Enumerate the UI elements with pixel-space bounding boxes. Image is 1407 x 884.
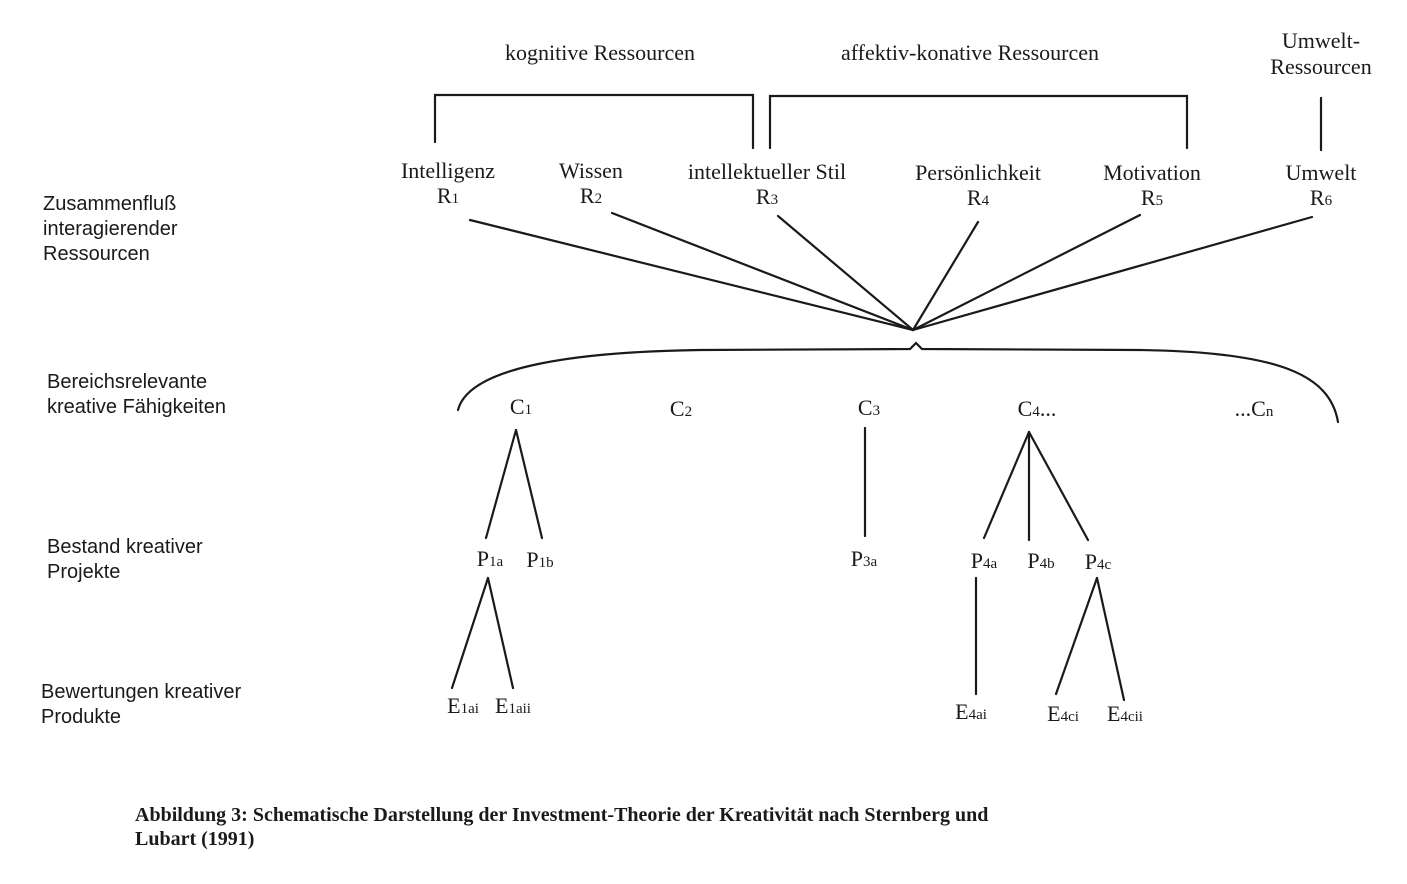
resource-node-intellektueller-stil: intellektueller Stil R3: [688, 159, 846, 209]
convergence-line: [911, 220, 980, 332]
tree-edge: [1027, 430, 1090, 542]
evaluation-node-e4ai: E4ai: [955, 699, 987, 724]
row-label-line: Produkte: [41, 706, 121, 728]
resource-symbol: R5: [1141, 185, 1163, 210]
tree-edge: [486, 576, 515, 690]
project-node-p1a: P1a: [477, 546, 504, 571]
ability-project-edges: [484, 426, 1090, 542]
row-label-line: Zusammenfluß: [43, 193, 176, 215]
ability-node-c1: C1: [510, 394, 532, 419]
row-label-line: kreative Fähigkeiten: [47, 396, 226, 418]
bracket-affective: [768, 94, 1189, 150]
ability-node-cn: ...Cn: [1235, 396, 1274, 421]
ability-node-c3: C3: [858, 395, 880, 420]
row-label-projects: Bestand kreativer Projekte: [47, 536, 203, 583]
row-label-line: Bestand kreativer: [47, 536, 203, 558]
evaluation-node-e4ci: E4ci: [1047, 701, 1079, 726]
resource-symbol: R1: [437, 183, 459, 208]
group-label-affective: affektiv-konative Ressourcen: [841, 40, 1099, 65]
tree-edge: [982, 430, 1031, 540]
resource-node-intelligenz: Intelligenz R1: [401, 158, 495, 208]
project-node-p4c: P4c: [1085, 549, 1112, 574]
resource-symbol: R6: [1310, 185, 1333, 210]
figure-caption-line1: Abbildung 3: Schematische Darstellung de…: [135, 804, 988, 826]
evaluation-node-e1ai: E1ai: [447, 693, 479, 718]
tree-edge: [1095, 576, 1126, 702]
resource-name: Persönlichkeit: [915, 160, 1041, 185]
row-label-evaluations: Bewertungen kreativer Produkte: [41, 681, 241, 728]
resource-name: intellektueller Stil: [688, 159, 846, 184]
row-label-line: Projekte: [47, 561, 120, 583]
convergence-line: [610, 211, 915, 332]
resource-symbol: R4: [967, 185, 990, 210]
tree-edge: [514, 428, 544, 540]
convergence-line: [468, 218, 915, 332]
resource-symbol: R2: [580, 183, 602, 208]
tree-edge: [1054, 576, 1099, 696]
abilities-brace: [456, 341, 1340, 424]
convergence-lines: [468, 211, 1314, 332]
resource-name: Wissen: [559, 158, 623, 183]
project-node-p4a: P4a: [971, 548, 998, 573]
ability-node-c4: C4...: [1018, 396, 1057, 421]
group-label-environment-line2: Ressourcen: [1270, 54, 1371, 79]
project-node-p4b: P4b: [1027, 548, 1054, 573]
group-label-cognitive: kognitive Ressourcen: [505, 40, 695, 65]
ability-node-c2: C2: [670, 396, 692, 421]
project-node-p3a: P3a: [851, 546, 878, 571]
group-label-environment-line1: Umwelt-: [1282, 28, 1360, 53]
convergence-line: [776, 214, 915, 332]
resource-name: Intelligenz: [401, 158, 495, 183]
resource-name: Umwelt: [1286, 160, 1357, 185]
project-node-p1b: P1b: [526, 547, 553, 572]
evaluation-node-e1aii: E1aii: [495, 693, 531, 718]
figure-caption-line2: Lubart (1991): [135, 828, 254, 850]
resource-node-umwelt: Umwelt R6: [1286, 160, 1357, 210]
convergence-line: [911, 213, 1142, 332]
convergence-line: [911, 215, 1314, 332]
resource-node-persoenlichkeit: Persönlichkeit R4: [915, 160, 1041, 210]
resource-node-wissen: Wissen R2: [559, 158, 623, 208]
resource-node-motivation: Motivation R5: [1103, 160, 1201, 210]
row-label-abilities: Bereichsrelevante kreative Fähigkeiten: [47, 371, 226, 418]
row-label-line: Bereichsrelevante: [47, 371, 207, 393]
row-label-line: Ressourcen: [43, 243, 150, 265]
row-label-line: interagierender: [43, 218, 178, 240]
row-label-line: Bewertungen kreativer: [41, 681, 241, 703]
tree-edge: [484, 428, 518, 540]
row-label-confluence: Zusammenfluß interagierender Ressourcen: [43, 193, 178, 265]
evaluation-node-e4cii: E4cii: [1107, 701, 1143, 726]
bracket-cognitive: [433, 93, 755, 150]
resource-name: Motivation: [1103, 160, 1201, 185]
tree-edge: [450, 576, 490, 690]
project-evaluation-edges: [450, 576, 1126, 702]
resource-symbol: R3: [756, 184, 778, 209]
